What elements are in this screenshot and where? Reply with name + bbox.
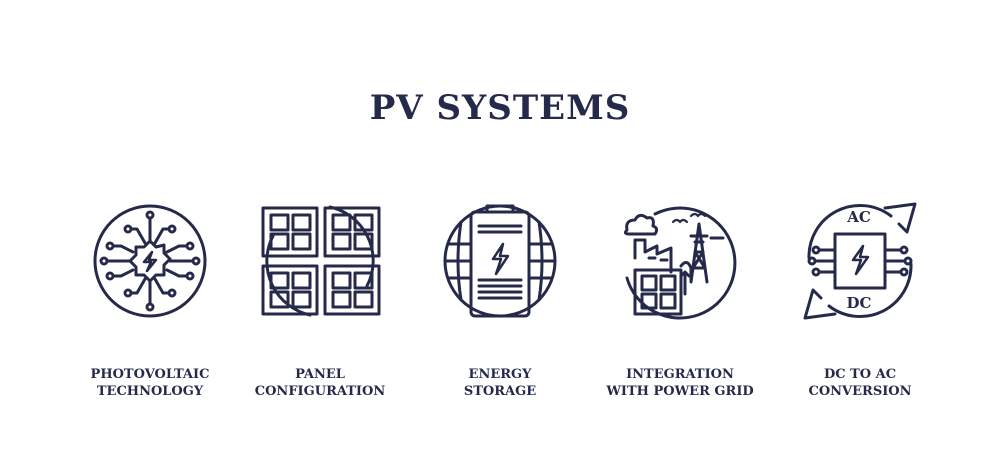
item-label-line1: PHOTOVOLTAIC [90,367,210,382]
item-label-line2: CONVERSION [808,384,912,399]
item-label: INTEGRATION WITH POWER GRID [600,366,760,400]
solar-panels-icon [255,196,385,326]
ac-text: AC [846,208,871,226]
item-label-line1: ENERGY [468,367,532,382]
item-label-line2: WITH POWER GRID [606,384,754,399]
item-photovoltaic-technology: PHOTOVOLTAIC TECHNOLOGY [70,196,230,399]
item-label: PHOTOVOLTAIC TECHNOLOGY [70,366,230,400]
item-integration-power-grid: INTEGRATION WITH POWER GRID [600,196,760,399]
ac-dc-converter-icon: AC DC [795,196,925,326]
item-energy-storage: ENERGY STORAGE [420,196,580,399]
power-grid-icon [615,196,745,326]
item-label-line1: DC TO AC [823,367,897,382]
item-label-line1: INTEGRATION [626,367,734,382]
item-label-line2: STORAGE [463,384,537,399]
item-dc-to-ac-conversion: AC DC DC TO AC CONVERSION [780,196,940,399]
photovoltaic-chip-icon [85,196,215,326]
item-panel-configuration: PANEL CONFIGURATION [240,196,400,399]
item-label-line2: TECHNOLOGY [96,384,204,399]
page-title: PV SYSTEMS [369,88,631,128]
item-label-line1: PANEL [295,367,345,382]
item-label: DC TO AC CONVERSION [780,366,940,400]
dc-text: DC [847,294,872,312]
battery-icon [435,196,565,326]
item-label: PANEL CONFIGURATION [240,366,400,400]
item-label: ENERGY STORAGE [420,366,580,400]
item-label-line2: CONFIGURATION [254,384,386,399]
